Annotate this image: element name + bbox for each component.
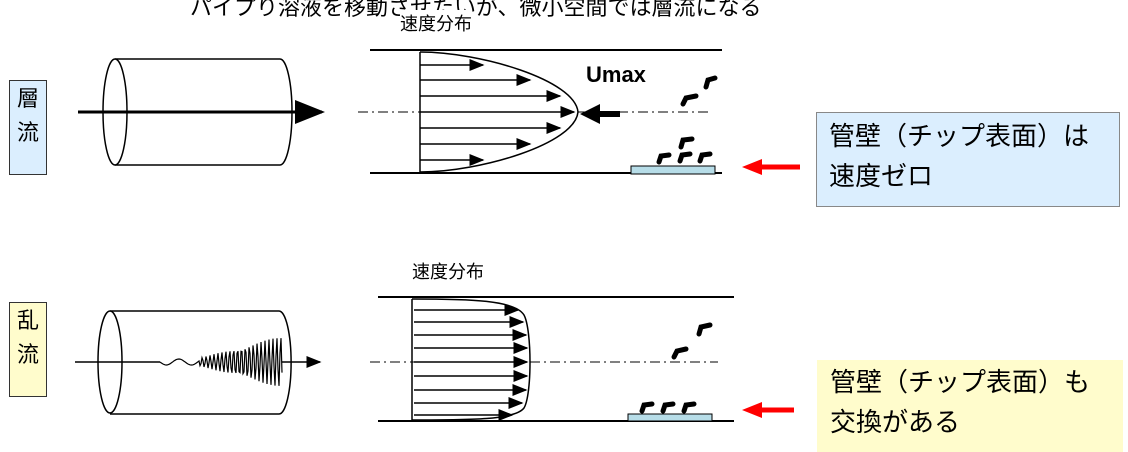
turbulent-side-label: 乱 流 (9, 302, 47, 397)
laminar-chip (630, 165, 716, 175)
laminar-note-line-2: 速度ゼロ (829, 162, 934, 192)
turbulent-wave (159, 338, 283, 386)
turbulent-chip (627, 413, 713, 422)
turbulent-side-label-line-2: 流 (16, 343, 39, 368)
turbulent-note-box: 管壁（チップ表面）も 交換がある (817, 360, 1123, 452)
laminar-molecules (656, 75, 718, 165)
laminar-red-arrow (742, 159, 800, 175)
umax-label: Umax (586, 62, 646, 87)
turbulent-note-line-2: 交換がある (830, 408, 961, 438)
turbulent-molecules (639, 322, 713, 414)
umax-arrow (580, 104, 620, 124)
laminar-side-label-line-2: 流 (16, 121, 39, 146)
laminar-velocity-profile (419, 51, 579, 173)
laminar-note-box: 管壁（チップ表面）は 速度ゼロ (816, 112, 1120, 207)
laminar-velocity-label: 速度分布 (400, 10, 472, 36)
laminar-side-label-line-1: 層 (16, 87, 39, 112)
turbulent-velocity-label: 速度分布 (412, 262, 484, 283)
turbulent-side-label-line-1: 乱 (16, 309, 39, 334)
laminar-note-line-1: 管壁（チップ表面）は (829, 122, 1090, 152)
top-caption: パイプり溶液を移動させたいが、微小空間では層流になる (190, 0, 762, 21)
turbulent-velocity-profile (411, 298, 531, 421)
turbulent-red-arrow (742, 402, 794, 418)
laminar-side-label: 層 流 (9, 80, 47, 175)
turbulent-note-line-1: 管壁（チップ表面）も (830, 368, 1091, 398)
